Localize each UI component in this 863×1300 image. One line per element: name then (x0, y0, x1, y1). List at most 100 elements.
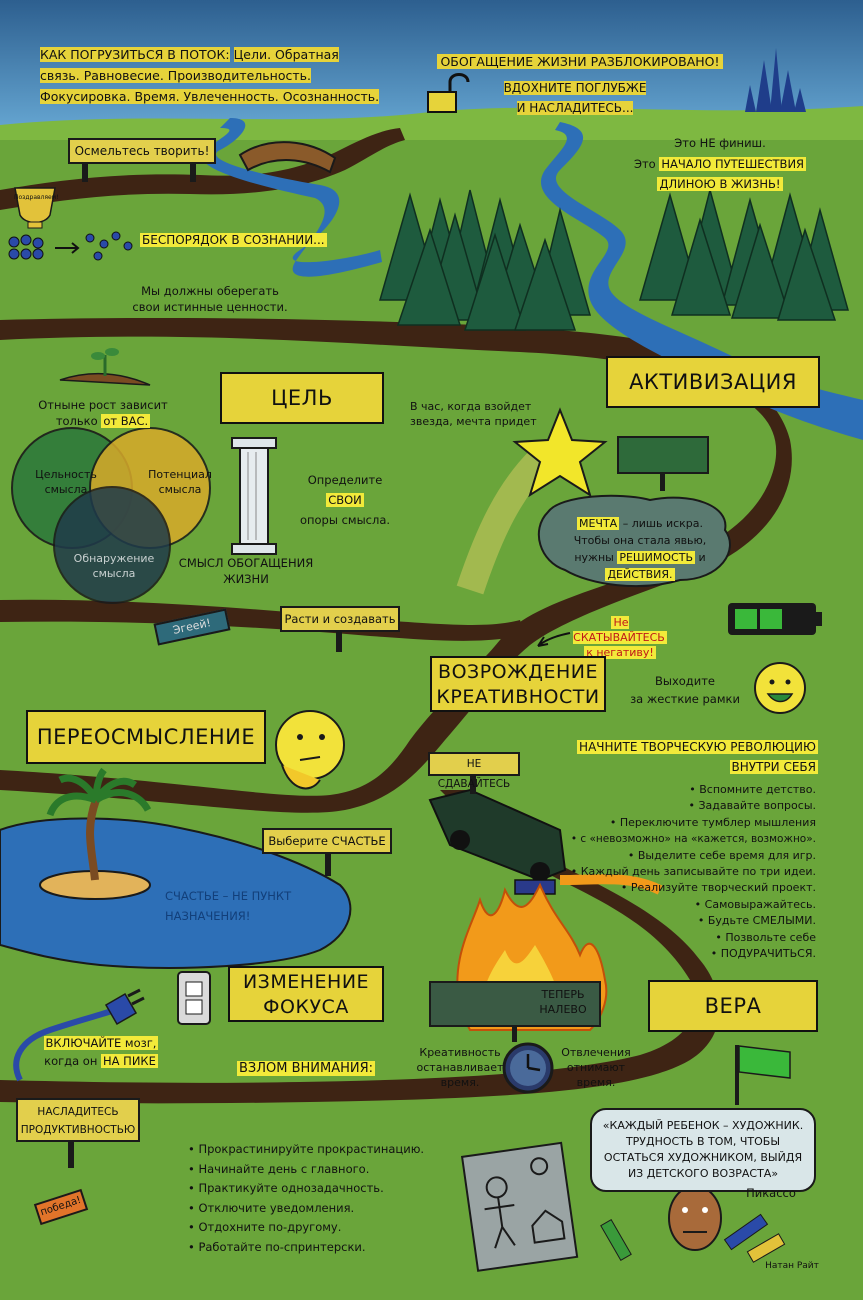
dream-text: МЕЧТА – лишь искра. Чтобы она стала явью… (560, 515, 720, 583)
dare-sign-post (82, 160, 88, 182)
grow-sign-post (336, 630, 342, 652)
creativity-title: ВОЗРОЖДЕНИЕ КРЕАТИВНОСТИ (430, 656, 606, 712)
unlock-icon (427, 73, 470, 113)
enjoy-sign-post (68, 1140, 74, 1168)
cs-line-2: останавливает (416, 1060, 504, 1074)
choose-sign: Выберите СЧАСТЬЕ (262, 828, 392, 854)
thinking-emoji (275, 710, 345, 790)
tip-item: Выделите себе время для игр. (560, 848, 816, 864)
forest-right (639, 187, 849, 321)
focus-list-item: Начинайте день с главного. (188, 1160, 428, 1180)
plug-highlight: НА ПИКЕ (101, 1054, 158, 1068)
and-text: и (698, 551, 706, 564)
values-line-1: Мы должны оберегать (141, 284, 279, 298)
battery-icon (728, 603, 822, 635)
tip-item: Будьте СМЕЛЫМИ. (560, 913, 816, 929)
trophy-icon (14, 187, 56, 229)
define-line-1: Определите (307, 473, 383, 487)
venn-label-b: Потенциал смысла (148, 468, 212, 496)
forest-left (379, 189, 591, 331)
signature-text: Натан Райт (765, 1261, 819, 1271)
journey-prefix: Это (633, 157, 656, 171)
journey-suffix: ДЛИНОЮ В ЖИЗНЬ! (657, 177, 783, 191)
focus-list: Прокрастинируйте прокрастинацию. Начинай… (188, 1140, 428, 1257)
no-roll-line-2: к негативу! (584, 645, 656, 659)
flag-icon (735, 1045, 791, 1105)
star-line-2: звезда, мечта придет (410, 414, 537, 428)
flow-rest-1: Цели. Обратная (233, 47, 339, 62)
turn-sign (429, 981, 601, 1042)
define-line-2: опоры смысла. (299, 513, 391, 527)
tip-item: Задавайте вопросы. (560, 798, 816, 814)
frame-text: Выходите за жесткие рамки (620, 672, 750, 708)
child-drawing (460, 1141, 579, 1272)
goal-title: ЦЕЛЬ (220, 372, 384, 424)
journey-text: Это НАЧАЛО ПУТЕШЕСТВИЯ ДЛИНОЮ В ЖИЗНЬ! (620, 154, 820, 194)
frame-line-2: за жесткие рамки (630, 692, 740, 706)
growth-highlight: от ВАС. (101, 413, 151, 428)
tip-item: Самовыражайтесь. (560, 897, 816, 913)
venn-label-a: Цельность смысла (35, 468, 97, 496)
flow-heading: КАК ПОГРУЗИТЬСЯ В ПОТОК: Цели. Обратная … (40, 44, 390, 107)
tip-item: Реализуйте творческий проект. (560, 880, 816, 896)
star-icon (456, 407, 608, 595)
plug-text: ВКЛЮЧАЙТЕ мозг, когда он НА ПИКЕ (36, 1034, 166, 1070)
breathe-line-1: ВДОХНИТЕ ПОГЛУБЖЕ (503, 81, 647, 95)
author-text: Пикассо (746, 1186, 796, 1200)
star-line-1: В час, когда взойдет (410, 400, 532, 413)
flow-title: КАК ПОГРУЗИТЬСЯ В ПОТОК: (40, 47, 230, 62)
focus-title-line-1: ИЗМЕНЕНИЕ (242, 971, 370, 993)
frame-line-1: Выходите (654, 674, 715, 688)
growth-line-2: только (55, 413, 98, 428)
turn-line-1: ТЕПЕРЬ (541, 988, 585, 1001)
plug-line-2: когда он (44, 1054, 98, 1068)
dare-sign-post-2 (190, 160, 196, 182)
rethink-title: ПЕРЕОСМЫСЛЕНИЕ (26, 710, 266, 764)
dont-give-up-post (470, 774, 476, 794)
activation-title: АКТИВИЗАЦИЯ (606, 356, 820, 408)
cs-line-3: время. (440, 1075, 480, 1089)
hack-title: ВЗЛОМ ВНИМАНИЯ: (226, 1060, 386, 1078)
growth-text: Отныне рост зависит только от ВАС. (28, 398, 178, 429)
dont-give-up-sign: НЕ СДАВАЙТЕСЬ (428, 752, 520, 790)
define-highlight: СВОИ (326, 493, 364, 507)
venn-label-c: Обнаружение смысла (73, 552, 155, 580)
choose-sign-post (325, 852, 331, 876)
revolution-line-2: ВНУТРИ СЕБЯ (729, 760, 818, 774)
action-highlight: ДЕЙСТВИЯ. (605, 568, 675, 581)
focus-list-item: Работайте по-спринтерски. (188, 1238, 428, 1258)
dream-body: – лишь искра. Чтобы она стала явью, нужн… (573, 517, 707, 564)
picasso-face (668, 1185, 722, 1251)
revolution-text: НАЧНИТЕ ТВОРЧЕСКУЮ РЕВОЛЮЦИЮ ВНУТРИ СЕБЯ (570, 737, 818, 777)
cs-line-1: Креативность (419, 1046, 501, 1059)
smiley-sun (754, 662, 806, 714)
tip-item: Переключите тумблер мышления (560, 815, 816, 831)
sprout-icon (59, 348, 151, 386)
tip-item: Каждый день записывайте по три идеи. (560, 864, 816, 880)
palm-tree-icon (46, 767, 152, 881)
unlocked-title: ОБОГАЩЕНИЕ ЖИЗНИ РАЗБЛОКИРОВАНО! (430, 54, 730, 71)
focus-title-line-2: ФОКУСА (263, 996, 349, 1018)
quote-bubble: «КАЖДЫЙ РЕБЕНОК – ХУДОЖНИК. ТРУДНОСТЬ В … (590, 1108, 816, 1192)
dist-line-3: время. (576, 1075, 616, 1089)
pillar-icon (231, 437, 277, 555)
breathe-text: ВДОХНИТЕ ПОГЛУБЖЕ И НАСЛАДИТЕСЬ... (480, 78, 670, 118)
plug-line-1: ВКЛЮЧАЙТЕ мозг, (43, 1036, 159, 1050)
values-text: Мы должны оберегать свои истинные ценнос… (120, 284, 300, 315)
bridge-icon (238, 141, 337, 174)
breathe-line-2: И НАСЛАДИТЕСЬ... (516, 101, 634, 115)
mess-dots (8, 231, 133, 261)
not-finish-text: Это НЕ финиш. (674, 136, 766, 150)
dare-sign: Осмельтесь творить! (68, 138, 216, 164)
focus-list-item: Практикуйте однозадачность. (188, 1179, 428, 1199)
lake (0, 817, 352, 969)
revolution-line-1: НАЧНИТЕ ТВОРЧЕСКУЮ РЕВОЛЮЦИЮ (577, 740, 818, 754)
venn-diagram (11, 427, 211, 604)
grow-sign: Расти и создавать (280, 606, 400, 632)
clock-icon (502, 1042, 554, 1094)
values-line-2: свои истинные ценности. (132, 299, 288, 314)
enjoy-sign: НАСЛАДИТЕСЬ ПРОДУКТИВНОСТЬЮ (16, 1098, 140, 1142)
turn-text: ТЕПЕРЬ НАЛЕВО (530, 988, 596, 1018)
creativity-title-line-2: КРЕАТИВНОСТИ (436, 686, 600, 708)
outlet-icon (177, 971, 211, 1025)
